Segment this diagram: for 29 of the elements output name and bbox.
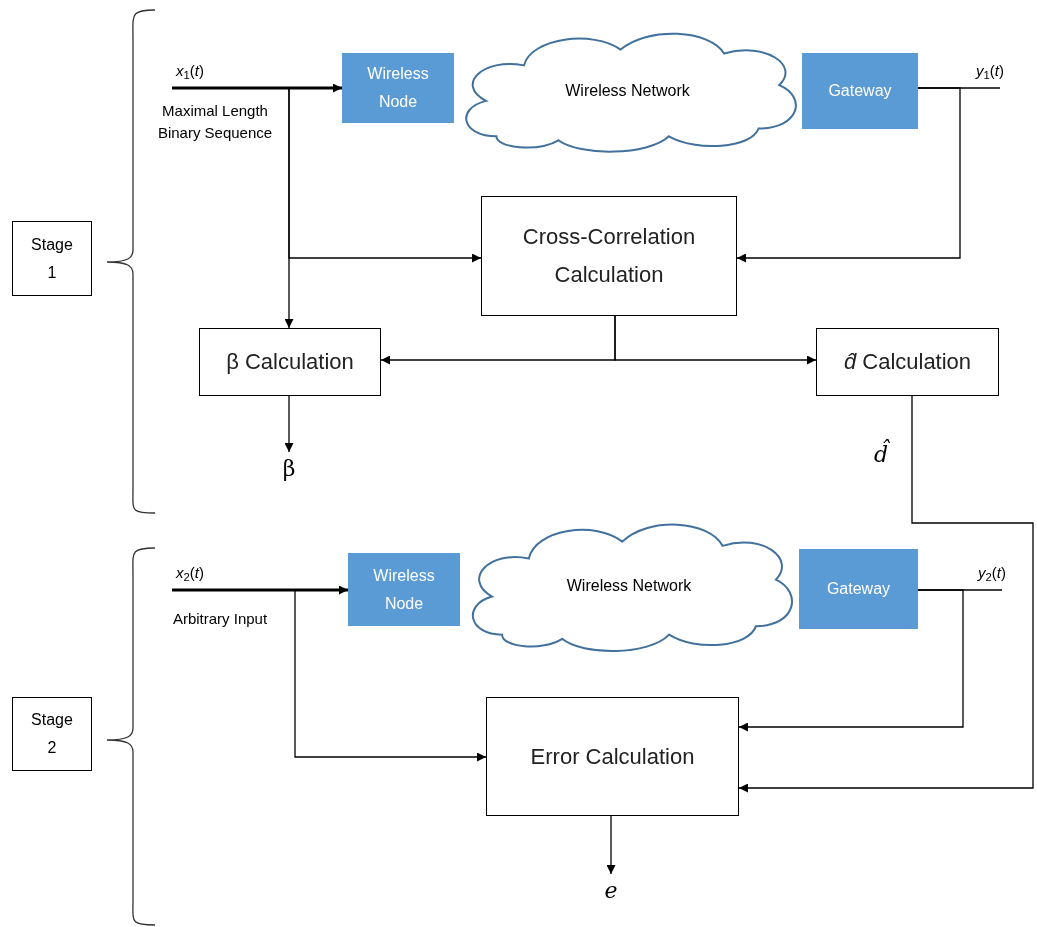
arrow [172,585,348,595]
stage-box: Stage 1 [12,221,92,296]
arrow [172,83,342,93]
device-box: Wireless Node [342,53,454,123]
arrow [284,395,294,453]
arrow [171,87,482,263]
device-box: Gateway [799,549,918,629]
arrow [738,589,964,732]
arrow [171,589,487,762]
arrow [738,395,1034,793]
input-label: Maximal Length Binary Sequence [156,101,274,143]
signal-label: x$_{1}$(t) [172,60,242,88]
signal-label: y$_{1}$(t) [972,60,1024,88]
signal-label: y$_{2}$(t) [974,562,1026,590]
device-box: Wireless Node [348,553,460,626]
process-box: Cross-Correlation Calculation [481,196,737,316]
device-box: Gateway [802,53,918,129]
input-label: Arbitrary Input [171,609,269,629]
stage-box: Stage 2 [12,697,92,771]
arrow [614,315,817,365]
output-symbol: β [276,452,302,484]
process-box: d̂ Calculation [816,328,999,396]
arrow [736,87,961,263]
distance-symbol: d̂ [866,438,896,471]
arrow [606,815,616,875]
process-box: β Calculation [199,328,381,396]
output-symbol: e [598,874,624,906]
process-box: Error Calculation [486,697,739,816]
signal-label: x$_{2}$(t) [172,562,242,590]
